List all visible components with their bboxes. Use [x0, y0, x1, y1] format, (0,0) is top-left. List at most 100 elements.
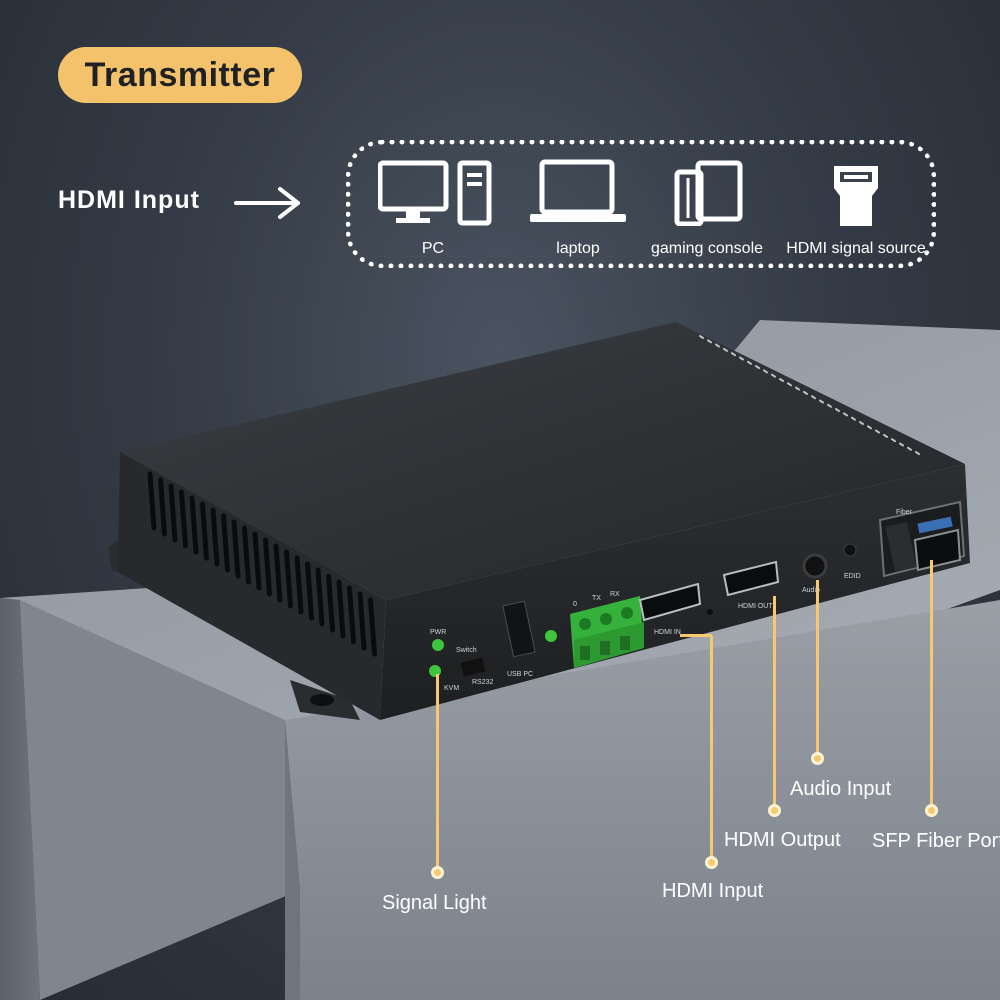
hdmi-input-heading: HDMI Input — [58, 186, 200, 214]
vent-slots — [147, 471, 377, 657]
top-vent-slot — [803, 390, 808, 395]
hdmi-plug-icon — [834, 166, 878, 226]
vent-slot — [252, 531, 262, 591]
vent-slot — [210, 507, 220, 567]
rs232-terminal-block[interactable] — [570, 596, 644, 668]
callout-audio-input: Audio Input — [790, 778, 892, 800]
top-vent-slot — [787, 382, 792, 387]
leader-audio-input — [816, 580, 819, 756]
top-vent-slot — [763, 369, 768, 374]
signal-led — [429, 665, 441, 677]
hdmi-in-port[interactable] — [638, 582, 702, 622]
source-label-gaming-console: gaming console — [650, 240, 764, 257]
top-vent-slot — [875, 429, 880, 434]
sfp-module[interactable] — [878, 500, 966, 578]
vent-slot — [231, 519, 241, 579]
kvm-rs232-switch[interactable] — [460, 657, 486, 677]
top-vent-slot — [723, 347, 728, 352]
callout-hdmi-input: HDMI Input — [662, 880, 764, 902]
svg-text:TX: TX — [592, 595, 601, 602]
vent-slot — [368, 597, 377, 657]
svg-text:Fiber: Fiber — [896, 509, 913, 516]
top-vent-slot — [739, 356, 744, 361]
top-vent-slot — [827, 403, 832, 408]
vent-slot — [221, 513, 230, 573]
vent-slot — [147, 471, 157, 531]
top-vent-slot — [907, 446, 912, 451]
top-vent-slot — [819, 399, 824, 404]
vent-slot — [263, 537, 272, 597]
pc-icon — [378, 160, 492, 226]
top-vent-slot — [707, 339, 712, 344]
top-vent-slot — [811, 395, 816, 400]
source-label-hdmi-signal-source: HDMI signal source — [786, 240, 926, 257]
top-vent-slot — [891, 438, 896, 443]
vent-slot — [158, 477, 167, 537]
top-vent-slot — [851, 416, 856, 421]
leader-sfp-port — [930, 560, 933, 808]
top-vent-slot — [915, 451, 920, 456]
top-vent-slot — [731, 352, 736, 357]
vent-slot — [357, 591, 367, 651]
vent-slot — [242, 525, 251, 585]
svg-text:HDMI IN: HDMI IN — [654, 629, 681, 636]
vent-slot — [200, 501, 209, 561]
gaming-console-icon — [674, 160, 743, 226]
laptop-icon — [530, 159, 626, 222]
svg-text:Audio: Audio — [802, 587, 820, 594]
right-arrow-icon — [234, 187, 300, 219]
svg-text:Switch: Switch — [456, 647, 477, 654]
leader-hdmi-output — [773, 596, 776, 808]
usb-pc-port[interactable] — [502, 600, 536, 658]
leader-dot-audio-input — [811, 752, 824, 765]
svg-text:EDID: EDID — [844, 573, 861, 580]
top-vent-slot — [835, 408, 840, 413]
callout-hdmi-output: HDMI Output — [724, 829, 841, 851]
leader-signal-light — [436, 674, 439, 868]
vent-slot — [326, 573, 335, 633]
vent-slot — [284, 549, 293, 609]
leader-dot-signal-light — [431, 866, 444, 879]
transmitter-badge: Transmitter — [58, 47, 302, 103]
vent-slot — [336, 579, 346, 639]
top-vent-slot — [771, 373, 776, 378]
top-vent-slot — [755, 365, 760, 370]
svg-text:RX: RX — [610, 591, 620, 598]
vent-slot — [273, 543, 283, 603]
edid-button[interactable] — [843, 543, 857, 557]
source-label-laptop: laptop — [556, 240, 600, 257]
vent-slot — [168, 483, 178, 543]
source-label-pc: PC — [421, 240, 445, 257]
vent-slot — [305, 561, 314, 621]
top-vent-slot — [883, 433, 888, 438]
pwr-led — [432, 639, 444, 651]
callout-signal-light: Signal Light — [382, 892, 487, 914]
top-vents — [699, 335, 920, 456]
status-led — [545, 630, 557, 642]
top-vent-slot — [859, 421, 864, 425]
leader-dot-sfp-port — [925, 804, 938, 817]
top-vent-slot — [699, 335, 704, 339]
top-vent-slot — [779, 378, 784, 382]
svg-text:0: 0 — [573, 601, 577, 608]
top-vent-slot — [747, 360, 752, 365]
top-vent-slot — [715, 343, 720, 348]
vent-slot — [294, 555, 304, 615]
vent-slot — [189, 495, 199, 555]
svg-text:HDMI OUT: HDMI OUT — [738, 603, 773, 610]
leader-dot-hdmi-output — [768, 804, 781, 817]
vent-slot — [315, 567, 325, 627]
pwr-label: PWR — [430, 629, 446, 636]
callout-sfp-port: SFP Fiber Port — [872, 830, 1000, 852]
svg-text:KVM: KVM — [444, 685, 459, 692]
leader-hdmi-input — [710, 636, 713, 858]
top-vent-slot — [843, 412, 848, 417]
top-vent-slot — [867, 425, 872, 430]
vent-slot — [179, 489, 188, 549]
leader-hdmi-input-stub — [680, 634, 712, 637]
input-sources-box — [346, 140, 936, 268]
hdmi-out-port[interactable] — [722, 560, 780, 597]
audio-jack[interactable] — [802, 553, 828, 579]
